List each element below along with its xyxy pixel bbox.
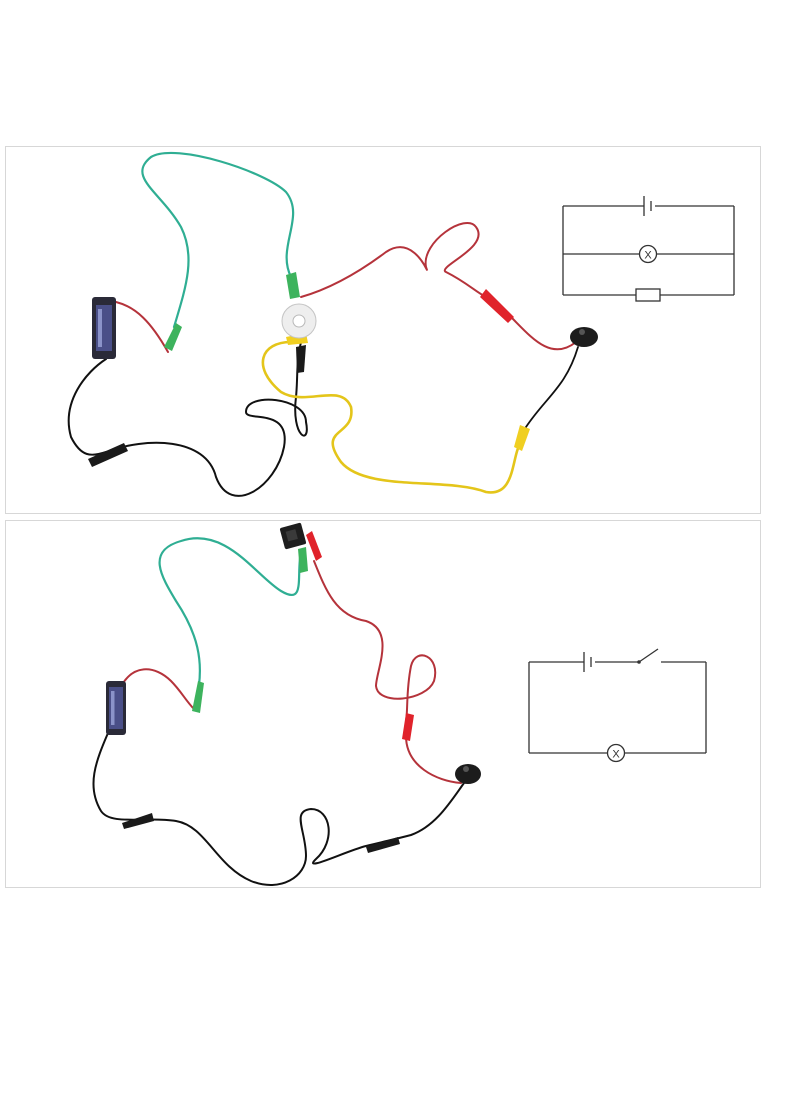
red-wire-short [115,301,169,353]
red-clip [402,713,414,741]
battery-holder-icon [106,681,126,735]
lamp-symbol-label: X [612,749,620,761]
black-clip-battery [88,443,128,467]
red-wire-long [313,560,437,722]
red-clip [480,289,514,323]
buzzer-icon [455,764,481,784]
green-clip-bulb [286,272,300,299]
red-clip-switch [306,531,322,561]
yellow-clip-buzzer [514,425,530,451]
red-wire-buzzer [510,316,577,351]
switch-icon [279,522,307,550]
resistor-symbol [635,288,661,302]
lamp-symbol: X [638,244,658,264]
yellow-wire [261,340,523,494]
circuit-panel-switch: X [5,520,761,888]
circuit-photo-switch: X [92,522,707,886]
bulb-holder-icon [281,303,317,339]
green-wire [158,537,303,703]
battery-symbol [583,652,592,672]
battery-symbol [643,196,652,216]
black-clip-bulb [296,345,306,373]
circuit-photo-parallel: X [67,151,735,497]
lamp-symbol-label: X [644,250,652,262]
black-wire [67,341,308,497]
buzzer-icon [570,327,598,347]
green-clip-switch [298,547,308,573]
black-clip-battery [122,813,154,829]
black-clip-buzzer [366,837,400,853]
green-clip-battery [164,323,182,351]
circuit-panel-parallel: X [5,146,761,514]
red-wire-short [117,668,195,710]
red-wire-buzzer [405,735,462,784]
battery-holder-icon [92,297,116,359]
green-clip-battery [192,681,204,713]
black-wire [92,732,465,886]
red-wire-long [300,222,487,298]
lamp-symbol: X [606,743,626,763]
green-wire [141,151,295,329]
schematic-series: X [528,648,707,763]
black-wire-buzzer [525,346,579,428]
schematic-parallel: X [562,196,735,302]
switch-symbol [637,648,659,664]
